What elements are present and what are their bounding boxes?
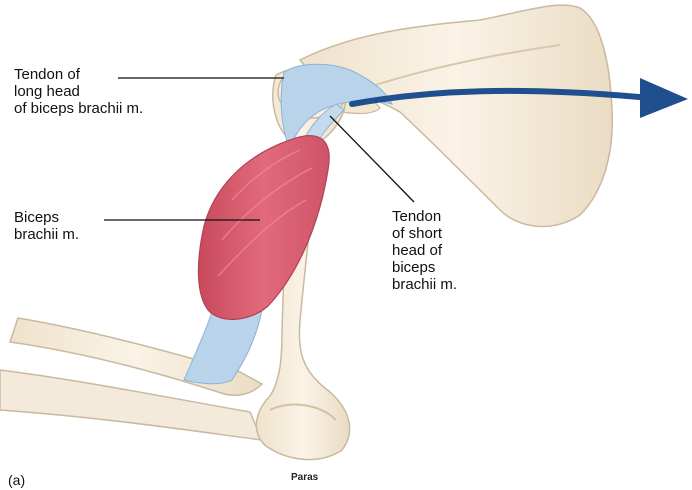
label-line: head of bbox=[392, 242, 457, 259]
label-line: brachii m. bbox=[14, 226, 79, 243]
label-biceps-brachii: Biceps brachii m. bbox=[14, 209, 79, 243]
scapula-bone bbox=[300, 5, 612, 226]
panel-letter: (a) bbox=[8, 472, 25, 488]
label-tendon-long-head: Tendon of long head of biceps brachii m. bbox=[14, 66, 143, 117]
label-line: Tendon of bbox=[14, 66, 143, 83]
label-tendon-short-head: Tendon of short head of biceps brachii m… bbox=[392, 208, 457, 293]
label-line: brachii m. bbox=[392, 276, 457, 293]
movement-arrow-head bbox=[640, 78, 688, 118]
label-line: long head bbox=[14, 83, 143, 100]
label-line: Tendon bbox=[392, 208, 457, 225]
label-line: Biceps bbox=[14, 209, 79, 226]
illustrator-credit: Paras bbox=[291, 472, 318, 483]
label-line: biceps bbox=[392, 259, 457, 276]
label-line: of biceps brachii m. bbox=[14, 100, 143, 117]
label-line: of short bbox=[392, 225, 457, 242]
leader-line-short-head bbox=[330, 116, 414, 202]
biceps-muscle bbox=[198, 136, 329, 320]
